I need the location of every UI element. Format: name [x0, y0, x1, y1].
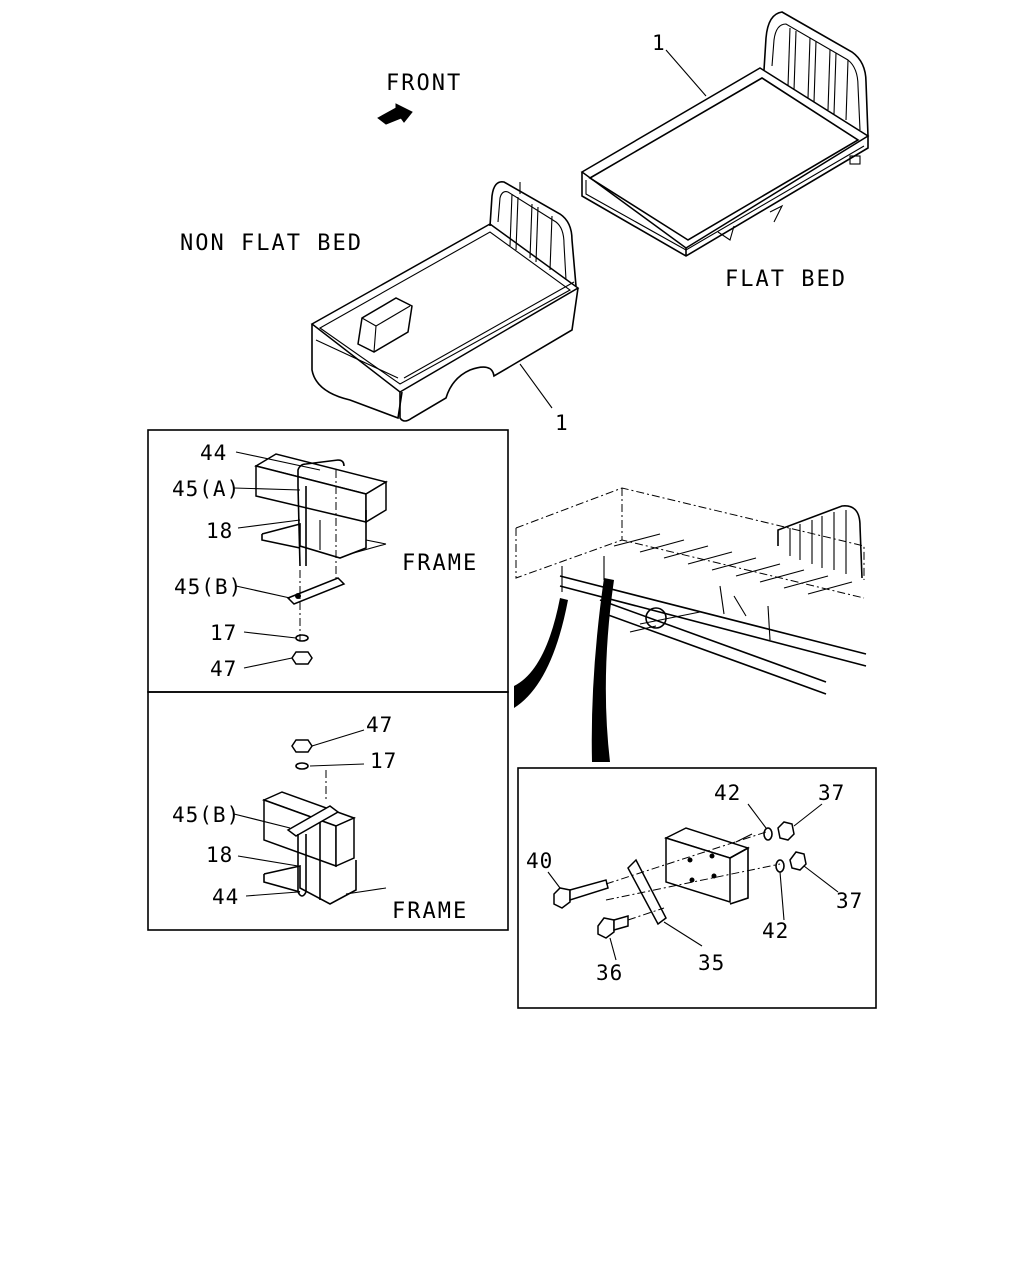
callout-45b-top: 45(B) — [174, 575, 242, 599]
callout-35: 35 — [698, 951, 725, 975]
callout-18-bottom: 18 — [206, 843, 233, 867]
callout-37-bottom: 37 — [836, 889, 863, 913]
callout-18-top: 18 — [206, 519, 233, 543]
callout-1-flat-bed: 1 — [652, 31, 666, 55]
callout-leaders-bottom-left — [233, 729, 365, 897]
callout-leaders-top-left — [233, 451, 387, 669]
callout-40: 40 — [526, 849, 553, 873]
callout-leader-flat-bed — [665, 49, 707, 97]
callout-1-non-flat-bed: 1 — [555, 411, 569, 435]
frame-label-bottom: FRAME — [392, 899, 468, 924]
frame-label-top: FRAME — [402, 551, 478, 576]
callout-leader-non-flat-bed — [519, 363, 553, 409]
callout-42-bottom: 42 — [762, 919, 789, 943]
chassis-view — [515, 487, 867, 695]
front-label: FRONT — [386, 71, 462, 96]
non-flat-bed-drawing — [310, 180, 580, 422]
non-flat-bed-label: NON FLAT BED — [180, 231, 363, 256]
callout-leaders-bottom-right — [547, 803, 839, 961]
callout-42-top: 42 — [714, 781, 741, 805]
front-arrow-icon — [377, 103, 413, 125]
detail-pointer-right — [591, 578, 614, 762]
flat-bed-label: FLAT BED — [725, 267, 847, 292]
callout-44-bottom: 44 — [212, 885, 239, 909]
callout-37-top: 37 — [818, 781, 845, 805]
callout-47-bottom: 47 — [366, 713, 393, 737]
callout-45b-bottom: 45(B) — [172, 803, 240, 827]
detail-pointer-left — [514, 598, 568, 708]
flat-bed-drawing — [580, 11, 870, 257]
callout-36: 36 — [596, 961, 623, 985]
callout-44-top: 44 — [200, 441, 227, 465]
callout-47-top: 47 — [210, 657, 237, 681]
callout-17-bottom: 17 — [370, 749, 397, 773]
callout-17-top: 17 — [210, 621, 237, 645]
detail-box-flat-bed-mount — [147, 691, 509, 931]
callout-45a: 45(A) — [172, 477, 240, 501]
